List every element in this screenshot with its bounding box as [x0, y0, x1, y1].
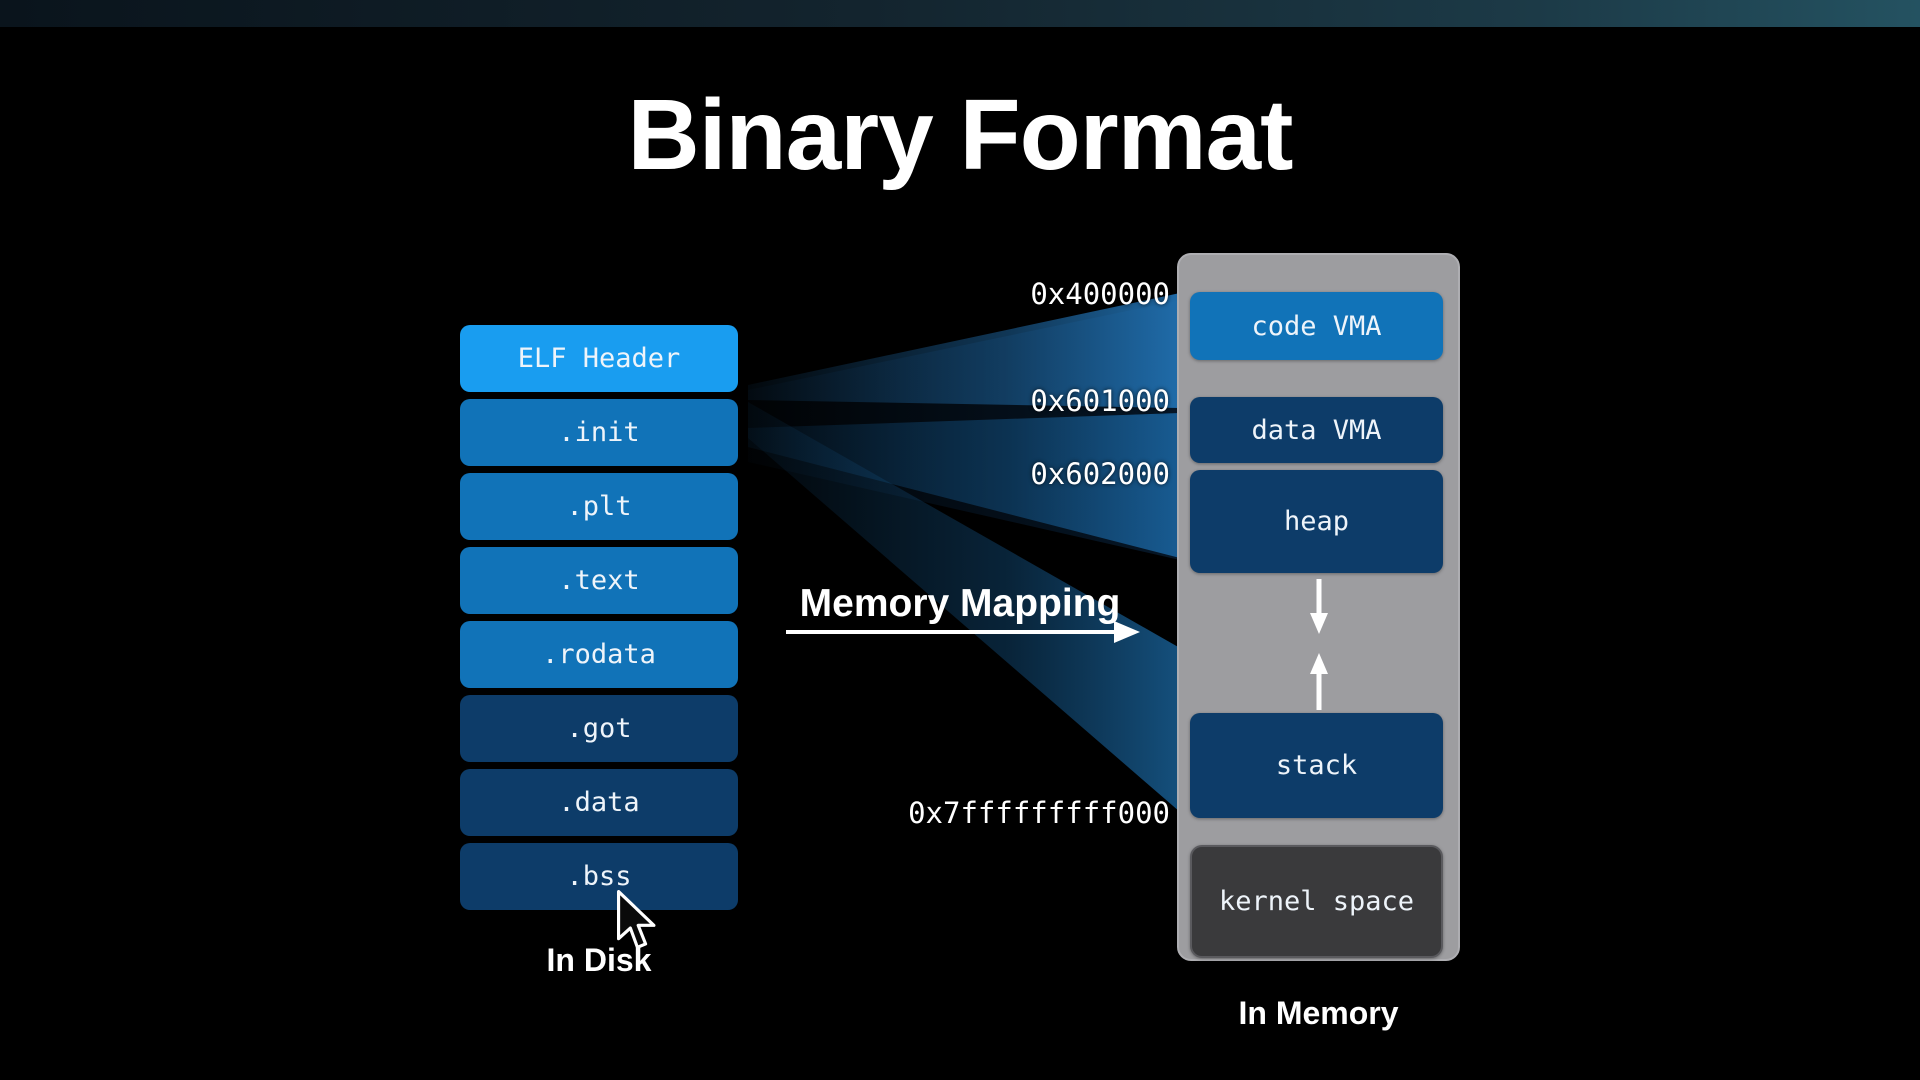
- address-label-data-vma: 0x601000: [1030, 384, 1170, 418]
- top-window-strip: [0, 0, 1920, 27]
- memory-region-data-vma: data VMA: [1190, 397, 1443, 463]
- memory-region-kernel-space: kernel space: [1190, 845, 1443, 958]
- memory-region-label: stack: [1275, 750, 1358, 781]
- disk-section-text: .text: [460, 547, 738, 614]
- disk-section-label: .got: [566, 713, 632, 744]
- stack-grow-up-arrow-icon: [1310, 653, 1328, 710]
- address-label-code-vma: 0x400000: [1030, 277, 1170, 311]
- disk-section-data: .data: [460, 769, 738, 836]
- disk-section-label: .init: [558, 417, 640, 448]
- heap-grow-down-arrow-icon: [1310, 579, 1328, 634]
- disk-column-label: In Disk: [546, 942, 652, 978]
- memory-mapping-arrow-icon: [786, 621, 1140, 643]
- disk-section-bss: .bss: [460, 843, 738, 910]
- memory-region-label: data VMA: [1251, 414, 1382, 446]
- disk-section-label: .text: [558, 565, 640, 596]
- memory-mapping-label: Memory Mapping: [799, 582, 1121, 625]
- disk-section-elf-header: ELF Header: [460, 325, 738, 392]
- disk-section-list: ELF Header .init .plt .text .rodata .got…: [460, 325, 738, 910]
- disk-section-got: .got: [460, 695, 738, 762]
- disk-section-label: .plt: [566, 491, 632, 522]
- memory-region-label: kernel space: [1218, 886, 1415, 917]
- memory-region-label: code VMA: [1251, 310, 1382, 342]
- disk-section-init: .init: [460, 399, 738, 466]
- memory-column-label: In Memory: [1238, 995, 1399, 1031]
- page-title: Binary Format: [627, 79, 1294, 191]
- disk-section-label: .bss: [566, 861, 632, 892]
- disk-section-label: .rodata: [542, 639, 656, 670]
- mouse-cursor-icon: [617, 890, 656, 949]
- address-label-stack-top: 0x7fffffffff000: [908, 796, 1170, 830]
- memory-region-heap: heap: [1190, 470, 1443, 573]
- memory-panel: code VMA data VMA heap stack kernel spac…: [1177, 253, 1460, 961]
- memory-region-stack: stack: [1190, 713, 1443, 818]
- disk-section-label: .data: [558, 787, 640, 818]
- memory-region-code-vma: code VMA: [1190, 292, 1443, 360]
- address-label-heap: 0x602000: [1030, 457, 1170, 491]
- disk-section-rodata: .rodata: [460, 621, 738, 688]
- disk-section-plt: .plt: [460, 473, 738, 540]
- disk-section-label: ELF Header: [517, 343, 681, 374]
- memory-region-label: heap: [1283, 506, 1350, 537]
